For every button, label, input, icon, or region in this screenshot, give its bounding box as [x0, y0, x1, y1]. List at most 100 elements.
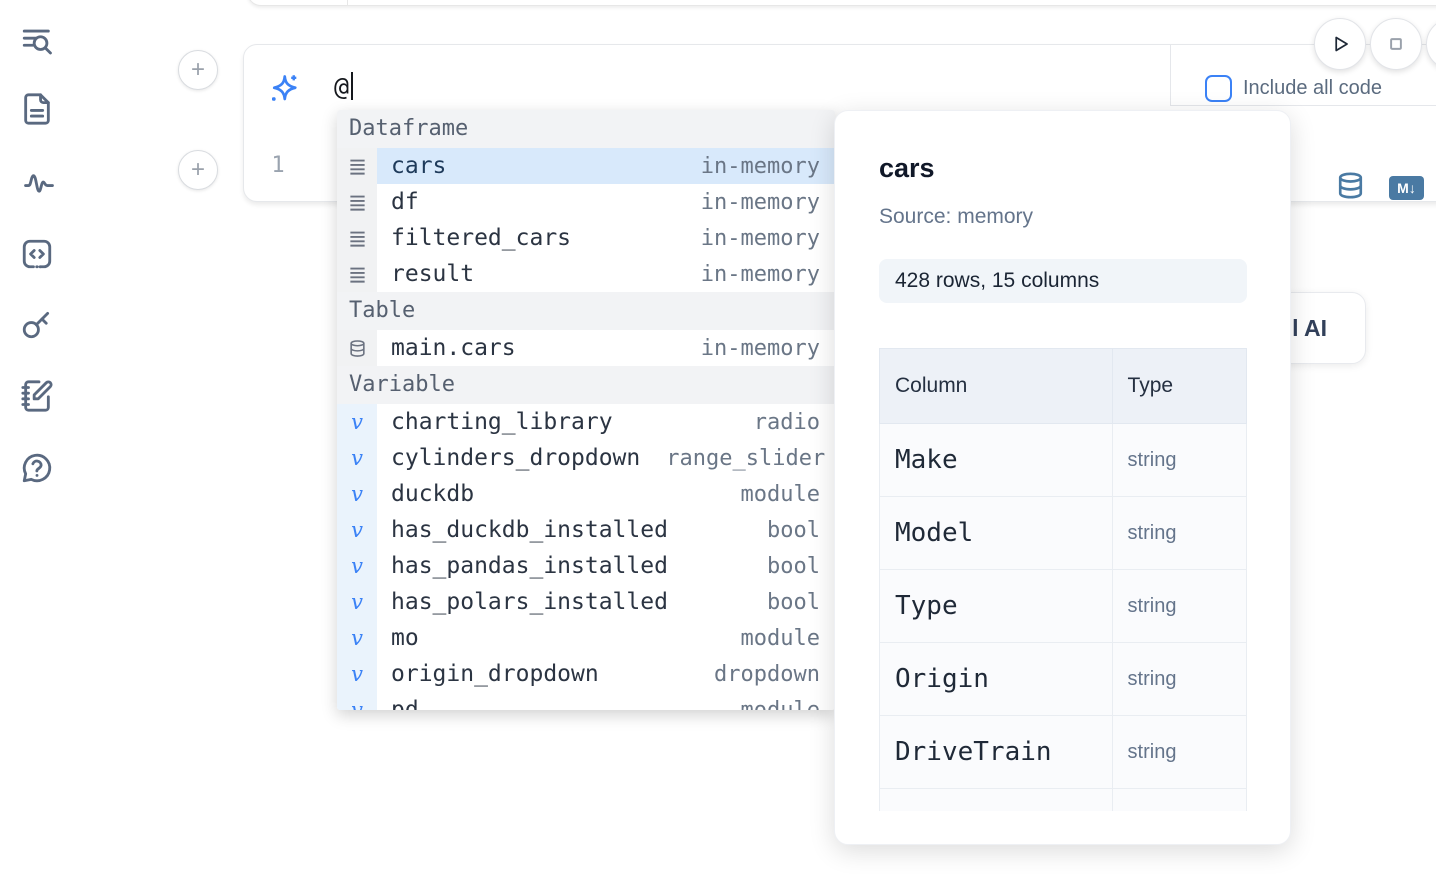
key-icon[interactable]: [20, 307, 54, 341]
list-search-icon[interactable]: [20, 24, 54, 58]
add-cell-below-button[interactable]: +: [178, 150, 218, 190]
schema-row: Modelstring: [880, 497, 1247, 570]
item-type: bool: [767, 590, 820, 615]
preview-source: Source: memory: [879, 205, 1033, 229]
item-type: range_slider: [666, 446, 825, 471]
autocomplete-item-has_polars_installed[interactable]: vhas_polars_installedbool: [337, 584, 835, 620]
add-cell-above-button[interactable]: +: [178, 50, 218, 90]
variable-icon: v: [337, 404, 377, 440]
column-type: string: [1112, 716, 1246, 789]
autocomplete-item-result[interactable]: result in-memory: [337, 256, 835, 292]
autocomplete-popup: Dataframecarsin-memorydfin-memoryfiltere…: [337, 110, 835, 710]
autocomplete-item-pd[interactable]: vpdmodule: [337, 692, 835, 710]
run-cell-button[interactable]: [1314, 18, 1366, 70]
item-name: result: [391, 261, 474, 287]
database-icon: [337, 330, 377, 366]
autocomplete-section-variable: Variable: [337, 366, 835, 404]
schema-row: DriveTrainstring: [880, 716, 1247, 789]
autocomplete-item-cars[interactable]: cars in-memory: [337, 148, 835, 184]
item-type: bool: [767, 518, 820, 543]
prompt-divider: [1170, 45, 1171, 105]
editor-line-number: 1: [262, 153, 294, 178]
autocomplete-item-origin_dropdown[interactable]: v origin_dropdown dropdown: [337, 656, 835, 692]
ai-prompt-input[interactable]: @: [334, 72, 353, 101]
schema-row: Typestring: [880, 570, 1247, 643]
item-name: main.cars: [391, 335, 516, 361]
file-text-icon[interactable]: [20, 92, 54, 126]
autocomplete-item-mo[interactable]: vmomodule: [337, 620, 835, 656]
markdown-icon[interactable]: M↓: [1389, 176, 1424, 200]
item-name: cylinders_dropdown: [391, 445, 640, 471]
item-type: radio: [754, 410, 820, 435]
ai-button-text: l AI: [1292, 315, 1327, 342]
item-type: dropdown: [714, 662, 820, 687]
schema-header-type: Type: [1112, 349, 1246, 424]
text-caret: [351, 72, 353, 100]
item-type: in-memory: [701, 336, 820, 361]
variable-icon: v: [337, 584, 377, 620]
item-name: charting_library: [391, 409, 613, 435]
item-name: has_duckdb_installed: [391, 517, 668, 543]
item-name: cars: [391, 153, 446, 179]
autocomplete-item-cylinders_dropdown[interactable]: v cylinders_dropdown range_slider: [337, 440, 835, 476]
schema-row: Makestring: [880, 424, 1247, 497]
item-type: in-memory: [701, 226, 820, 251]
code-cell-icon[interactable]: [20, 237, 54, 271]
preview-shape-badge: 428 rows, 15 columns: [879, 259, 1247, 303]
help-icon[interactable]: [20, 451, 54, 485]
column-type: string: [1112, 570, 1246, 643]
rows-icon: [337, 148, 377, 184]
column-name: [880, 789, 1113, 812]
activity-icon[interactable]: [22, 165, 56, 199]
autocomplete-item-duckdb[interactable]: vduckdbmodule: [337, 476, 835, 512]
autocomplete-item-has_duckdb_installed[interactable]: v has_duckdb_installed bool: [337, 512, 835, 548]
prompt-text: @: [334, 72, 349, 101]
item-name: filtered_cars: [391, 225, 571, 251]
column-name: Type: [880, 570, 1113, 643]
include-all-code-checkbox[interactable]: [1205, 75, 1232, 102]
variable-icon: v: [337, 548, 377, 584]
item-type: module: [741, 482, 820, 507]
item-name: pd: [391, 697, 419, 710]
variable-icon: v: [337, 440, 377, 476]
ai-sparkle-icon: [266, 72, 302, 108]
rows-icon: [337, 184, 377, 220]
rows-icon: [337, 256, 377, 292]
item-type: in-memory: [701, 262, 820, 287]
item-name: mo: [391, 625, 419, 651]
dataframe-preview-popup: cars Source: memory 428 rows, 15 columns…: [834, 110, 1291, 845]
autocomplete-section-dataframe: Dataframe: [337, 110, 835, 148]
autocomplete-item-charting_library[interactable]: v charting_library radio: [337, 404, 835, 440]
rows-icon: [337, 220, 377, 256]
item-type: in-memory: [701, 154, 820, 179]
autocomplete-item-filtered_cars[interactable]: filtered_cars in-memory: [337, 220, 835, 256]
variable-icon: v: [337, 656, 377, 692]
notebook-pen-icon[interactable]: [20, 379, 54, 413]
schema-row: Originstring: [880, 643, 1247, 716]
item-name: duckdb: [391, 481, 474, 507]
item-name: df: [391, 189, 419, 215]
autocomplete-item-df[interactable]: dfin-memory: [337, 184, 835, 220]
checkbox-row-divider: [1170, 105, 1436, 106]
autocomplete-item-main.cars[interactable]: main.cars in-memory: [337, 330, 835, 366]
schema-row: [880, 789, 1247, 812]
item-type: module: [741, 626, 820, 651]
item-type: bool: [767, 554, 820, 579]
autocomplete-section-table: Table: [337, 292, 835, 330]
autocomplete-item-has_pandas_installed[interactable]: v has_pandas_installed bool: [337, 548, 835, 584]
item-name: has_pandas_installed: [391, 553, 668, 579]
preview-schema-table: ColumnTypeMakestringModelstringTypestrin…: [879, 348, 1247, 811]
stop-button[interactable]: [1370, 18, 1422, 70]
database-connection-icon[interactable]: [1336, 170, 1365, 201]
schema-header-column: Column: [880, 349, 1113, 424]
preview-title: cars: [879, 153, 935, 184]
column-name: Origin: [880, 643, 1113, 716]
variable-icon: v: [337, 512, 377, 548]
column-type: string: [1112, 497, 1246, 570]
column-name: DriveTrain: [880, 716, 1113, 789]
column-type: string: [1112, 424, 1246, 497]
item-name: origin_dropdown: [391, 661, 599, 687]
item-type: module: [741, 698, 820, 711]
column-name: Make: [880, 424, 1113, 497]
